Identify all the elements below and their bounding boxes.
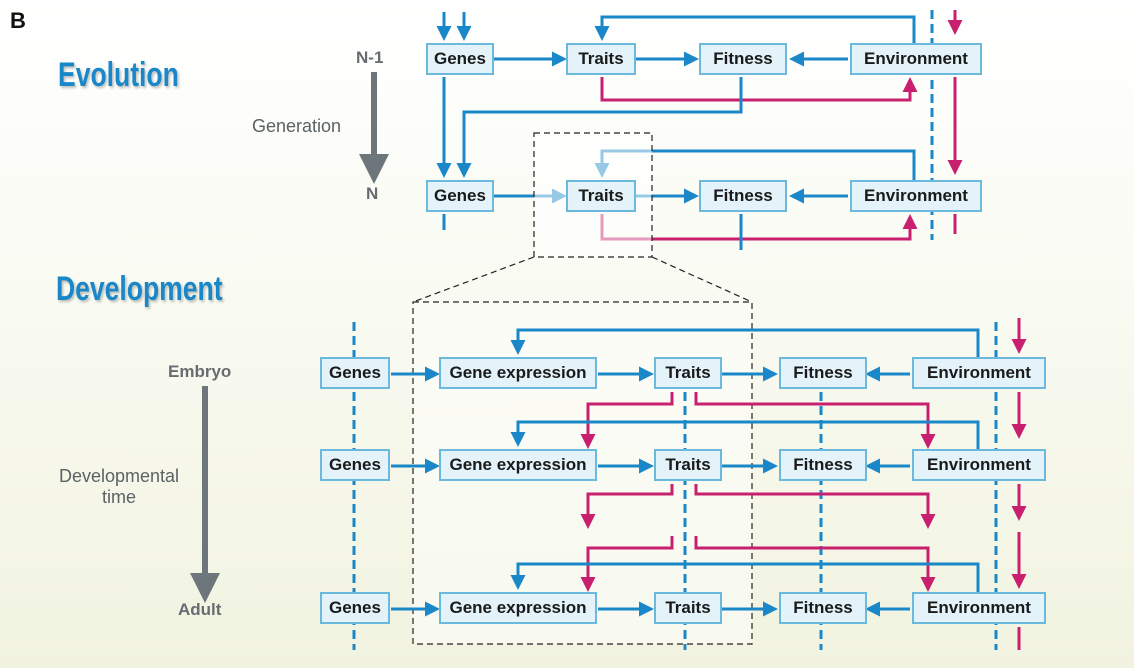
evo-environment-box: Environment <box>850 180 982 212</box>
evo-genes-box: Genes <box>426 180 494 212</box>
dev-environment-box: Environment <box>912 357 1046 389</box>
embryo-label: Embryo <box>168 362 232 381</box>
adult-label: Adult <box>178 600 222 619</box>
dev-fitness-box: Fitness <box>779 357 867 389</box>
evo-environment-box: Environment <box>850 43 982 75</box>
evo-genes-box: Genes <box>426 43 494 75</box>
dev-gene-expression-box: Gene expression <box>439 592 597 624</box>
generation-axis-label: Generation <box>252 116 342 136</box>
dev-genes-box: Genes <box>320 592 390 624</box>
developmental-time-label: Developmental time <box>46 466 192 508</box>
dev-fitness-box: Fitness <box>779 592 867 624</box>
dev-traits-box: Traits <box>654 357 722 389</box>
panel-label: B <box>10 8 26 33</box>
evo-fitness-box: Fitness <box>699 43 787 75</box>
dev-traits-box: Traits <box>654 449 722 481</box>
dev-fitness-box: Fitness <box>779 449 867 481</box>
dev-environment-box: Environment <box>912 592 1046 624</box>
evo-traits-box: Traits <box>566 43 636 75</box>
dev-genes-box: Genes <box>320 357 390 389</box>
evo-traits-box: Traits <box>566 180 636 212</box>
generation-prev-label: N-1 <box>356 48 384 67</box>
development-title: Development <box>56 270 223 308</box>
developmental-time-line2: time <box>101 487 136 507</box>
dev-environment-box: Environment <box>912 449 1046 481</box>
developmental-time-line1: Developmental <box>58 466 180 486</box>
generation-curr-label: N <box>366 184 379 203</box>
dev-genes-box: Genes <box>320 449 390 481</box>
evo-fitness-box: Fitness <box>699 180 787 212</box>
evolution-title: Evolution <box>58 56 179 94</box>
dev-traits-box: Traits <box>654 592 722 624</box>
dev-gene-expression-box: Gene expression <box>439 357 597 389</box>
dev-gene-expression-box: Gene expression <box>439 449 597 481</box>
